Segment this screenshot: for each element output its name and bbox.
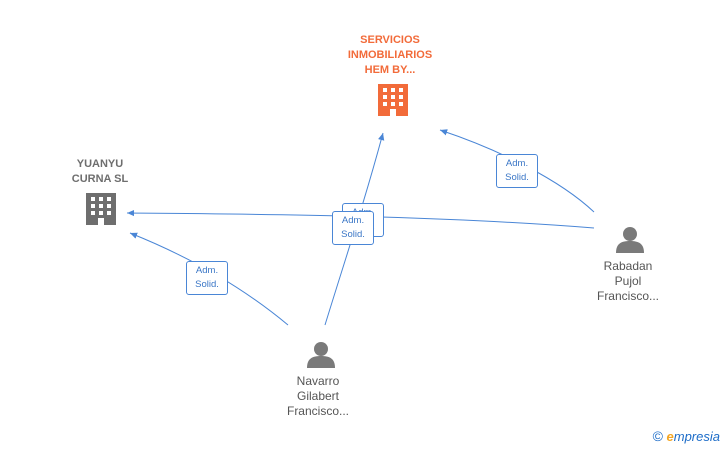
brand-footer[interactable]: © empresia [653,428,720,444]
node-label-rabadan[interactable]: Rabadan Pujol Francisco... [578,259,678,304]
edge-badge-navarro-yuanyu[interactable]: Adm. Solid. [186,261,228,295]
brand-logo-text: mpresia [673,429,720,444]
edge-badge-rabadan-yuanyu[interactable]: Adm. Solid. [332,211,374,245]
label-line: INMOBILIARIOS [347,49,433,61]
copyright-mark: © [652,428,663,444]
label-line: Navarro [296,374,340,388]
label-line: SERVICIOS [360,34,420,46]
badge-line: Solid. [341,229,365,240]
building-icon [86,193,116,225]
label-line: Rabadan [603,259,653,273]
badge-line: Adm. [195,265,219,276]
building-icon [378,84,408,116]
person-icon [307,342,335,368]
edge-badge-rabadan-servicios[interactable]: Adm. Solid. [496,154,538,188]
badge-line: Adm. [341,215,365,226]
node-label-yuanyu[interactable]: YUANYU CURNA SL [50,157,150,187]
label-line: Pujol [614,274,642,288]
label-line: Gilabert [296,389,340,403]
label-line: HEM BY... [364,64,416,76]
node-label-navarro[interactable]: Navarro Gilabert Francisco... [268,374,368,419]
label-line: CURNA SL [71,173,129,185]
person-icon [616,227,644,253]
label-line: Francisco... [286,404,349,418]
label-line: Francisco... [596,289,659,303]
node-label-servicios[interactable]: SERVICIOS INMOBILIARIOS HEM BY... [330,33,450,78]
badge-line: Adm. [505,158,529,169]
badge-line: Solid. [505,172,529,183]
label-line: YUANYU [76,158,124,170]
brand-logo-e: e [666,429,674,444]
badge-line: Solid. [195,279,219,290]
